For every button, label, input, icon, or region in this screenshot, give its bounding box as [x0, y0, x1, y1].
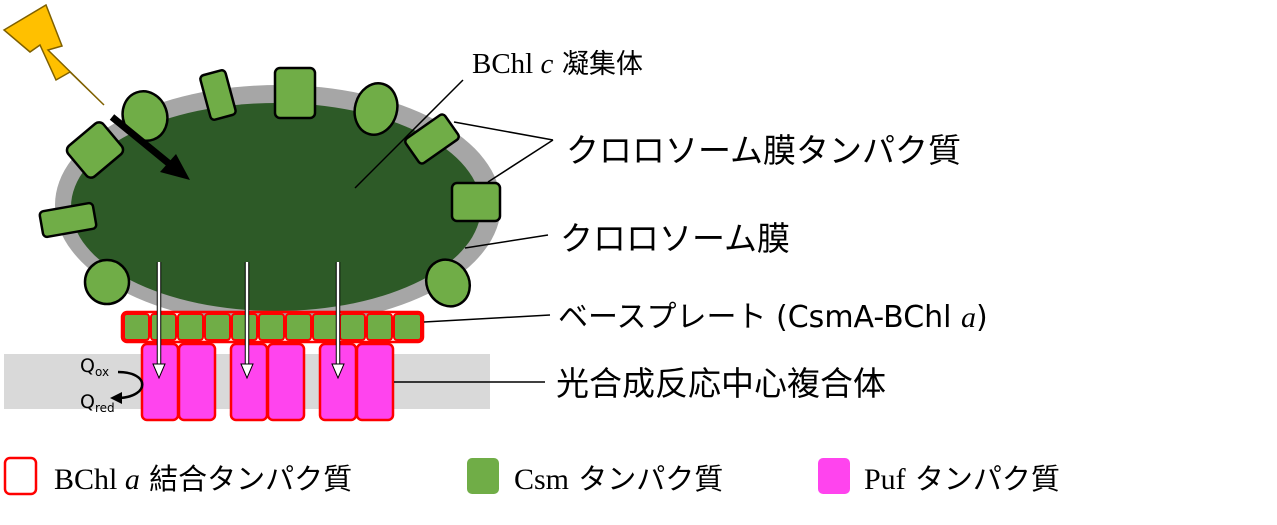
csm-protein	[65, 121, 125, 179]
baseplate-unit	[177, 313, 204, 341]
baseplate-unit	[393, 313, 422, 341]
baseplate-label: ベースプレート (CsmA-BChl a)	[558, 300, 988, 335]
chlorosome-membrane-label: クロロソーム膜	[560, 219, 790, 258]
baseplate-unit	[123, 313, 150, 341]
legend-swatch-csm	[467, 458, 499, 494]
legend: BChl a 結合タンパク質 Csm タンパク質 Puf タンパク質	[3, 456, 1060, 496]
light-arrow-head	[160, 154, 190, 180]
reaction-center-proteins	[140, 342, 395, 422]
quinone-reduced-label: Qred	[80, 391, 115, 415]
csm-membrane-proteins	[38, 66, 502, 308]
csm-protein	[38, 201, 98, 239]
csm-protein	[199, 69, 237, 121]
bchl-c-aggregate-shape	[71, 103, 481, 311]
csm-protein	[353, 82, 399, 136]
quinone-arrow-head	[110, 392, 122, 404]
csm-protein	[424, 258, 472, 308]
reaction-center-label: 光合成反応中心複合体	[556, 364, 886, 403]
puf-protein	[177, 342, 217, 422]
quinone-arrow	[117, 370, 144, 400]
leader-lines	[354, 79, 554, 383]
baseplate-outline	[120, 310, 425, 344]
legend-label-bchl-a: BChl a 結合タンパク質	[54, 462, 352, 496]
legend-label-csm: Csm タンパク質	[514, 462, 723, 496]
baseplate-unit	[285, 313, 312, 341]
baseplate-unit	[339, 313, 366, 341]
aggregate-label: BChl c 凝集体	[472, 48, 643, 80]
csm-protein	[450, 181, 502, 223]
baseplate	[120, 310, 425, 344]
puf-protein	[266, 342, 306, 422]
light-arrow	[109, 114, 175, 169]
baseplate-unit	[150, 313, 177, 341]
baseplate-unit	[312, 313, 339, 341]
csm-protein	[83, 258, 131, 306]
energy-transfer-arrows	[152, 262, 345, 380]
baseplate-unit	[204, 313, 231, 341]
legend-label-puf: Puf タンパク質	[864, 462, 1060, 496]
legend-swatch-puf	[818, 458, 850, 494]
leader-line-protein-2	[487, 139, 554, 183]
chlorosome-membrane-proteins-label: クロロソーム膜タンパク質	[566, 131, 961, 170]
legend-swatch-bchl-a	[3, 456, 38, 496]
baseplate-unit	[366, 313, 393, 341]
csm-protein	[273, 66, 317, 120]
lightning-bolt-icon	[2, 3, 105, 106]
leader-line-aggregate	[354, 79, 464, 189]
csm-protein	[404, 113, 460, 165]
leader-line-membrane	[464, 234, 549, 249]
puf-protein	[355, 342, 395, 422]
leader-line-baseplate	[423, 314, 551, 323]
baseplate-unit	[231, 313, 258, 341]
baseplate-unit	[258, 313, 285, 341]
quinone-oxidized-label: Qox	[80, 355, 109, 379]
leader-line-protein-1	[453, 121, 554, 141]
